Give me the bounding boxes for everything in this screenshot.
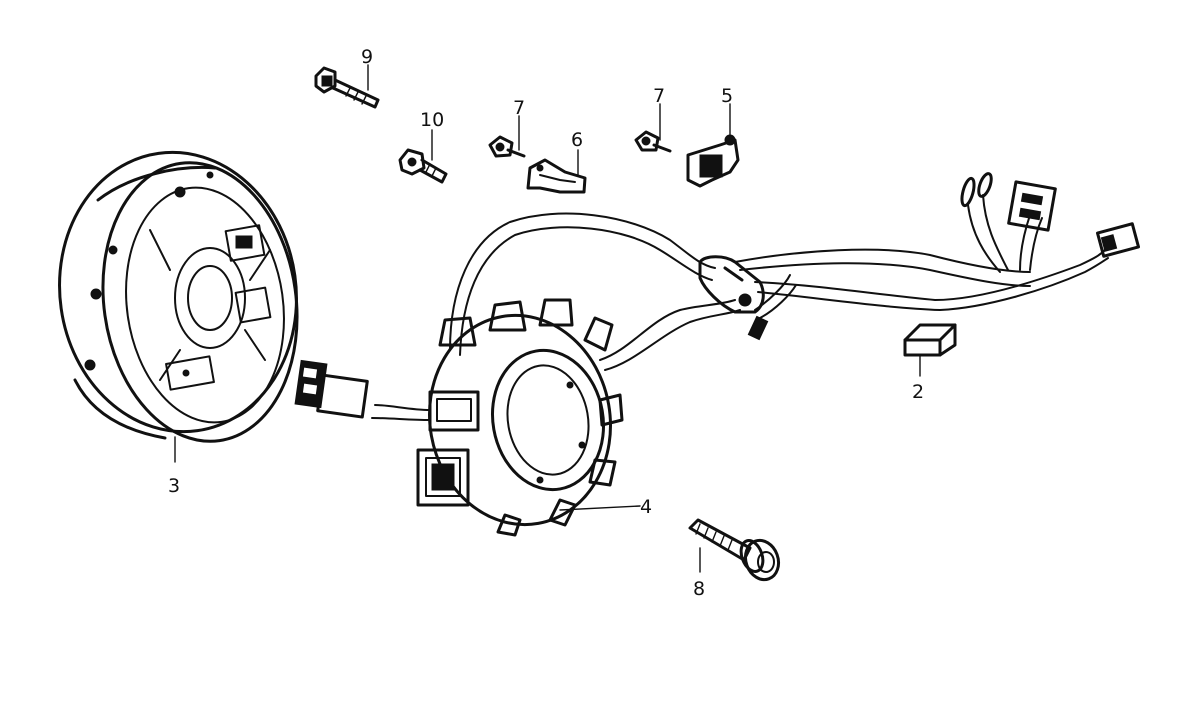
part-3-flywheel-rotor [58,150,299,463]
callout-6: 6 [571,129,583,151]
callout-8: 8 [693,578,705,600]
callout-3: 3 [168,475,180,497]
part-10-short-bolt [398,129,448,184]
callout-7-b: 7 [653,85,665,107]
part-4-stator [294,172,1140,537]
callout-4: 4 [640,496,652,518]
callout-10: 10 [420,109,444,131]
part-8-flange-bolt [688,518,781,582]
callout-9: 9 [361,46,373,68]
part-7-bolt-a [488,115,526,158]
callout-2: 2 [912,381,924,403]
callout-5: 5 [721,85,733,107]
part-9-long-bolt [314,64,380,109]
part-6-cable-clamp [526,149,587,194]
part-2-rubber-block [903,323,957,377]
callout-7-a: 7 [513,97,525,119]
part-5-pulser-bracket [686,103,740,188]
part-7-bolt-b [634,103,672,153]
